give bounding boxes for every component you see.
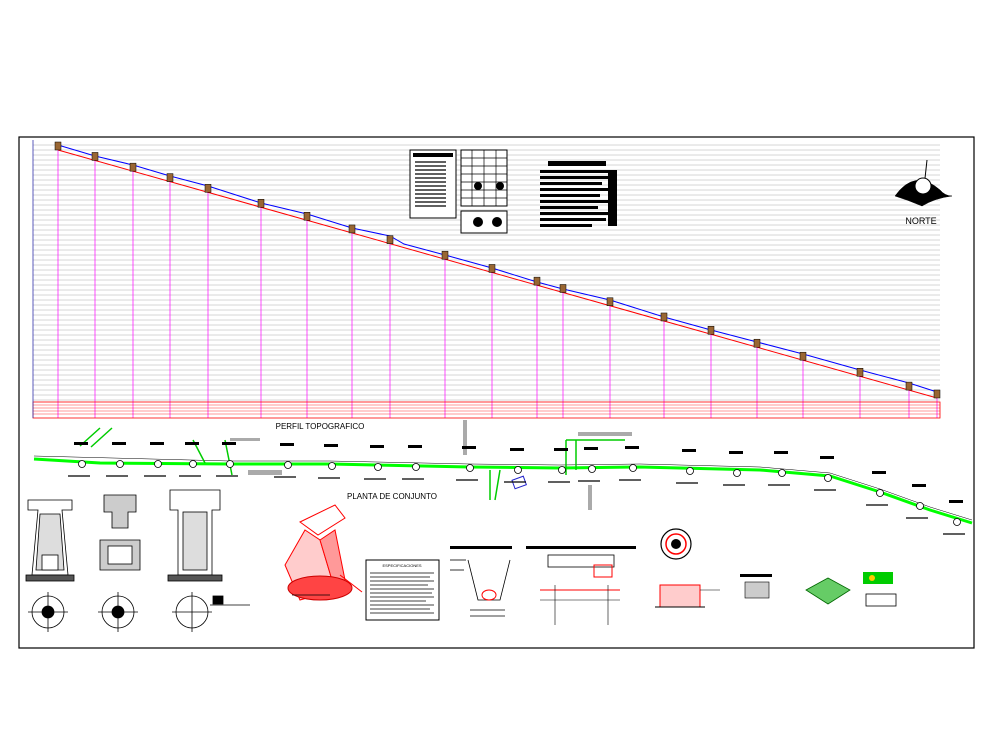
terrain-line xyxy=(57,144,938,393)
plan-title: PLANTA DE CONJUNTO xyxy=(347,492,437,501)
station-tag xyxy=(729,451,743,454)
station-tag xyxy=(682,449,696,452)
station-tag xyxy=(370,445,384,448)
manhole-plan-icon xyxy=(733,469,741,477)
manhole-plan-icon xyxy=(466,464,474,472)
manhole-plan-icon xyxy=(78,460,86,468)
north-arrow-icon: NORTE xyxy=(894,159,953,226)
manhole-marker xyxy=(91,152,99,161)
manhole-plan-icon xyxy=(686,467,694,475)
specifications-box: ESPECIFICACIONES xyxy=(365,559,440,621)
manhole-marker xyxy=(348,224,356,234)
design-grade-line xyxy=(57,149,938,399)
station-tag xyxy=(280,443,294,446)
manhole-plan-icon xyxy=(412,463,420,471)
manhole-marker xyxy=(660,312,668,322)
pipe-section-detail xyxy=(526,546,636,625)
manhole-plan-icon xyxy=(154,460,162,468)
station-tag xyxy=(912,484,926,487)
manhole-plan-icon xyxy=(189,460,197,468)
manhole-top-detail xyxy=(655,528,720,608)
specs-title: ESPECIFICACIONES xyxy=(382,563,421,568)
station-tag xyxy=(510,448,524,451)
detail-notes-right xyxy=(740,572,897,607)
manhole-3d-detail xyxy=(284,504,363,601)
station-tag xyxy=(949,500,963,503)
manhole-details xyxy=(25,489,250,632)
manhole-marker xyxy=(606,297,614,306)
manhole-marker xyxy=(129,162,137,172)
manhole-marker xyxy=(166,173,174,182)
station-tag xyxy=(774,451,788,454)
manhole-plan-icon xyxy=(588,465,596,473)
manhole-plan-icon xyxy=(778,469,786,477)
station-tag xyxy=(462,446,476,449)
station-tag xyxy=(584,447,598,450)
manhole-plan-icon xyxy=(284,461,292,469)
station-tag xyxy=(324,444,338,447)
manhole-plan-icon xyxy=(116,460,124,468)
manhole-marker xyxy=(204,184,212,193)
manhole-marker xyxy=(303,212,311,221)
trench-detail xyxy=(450,546,512,617)
manhole-plan-icon xyxy=(514,466,522,474)
profile-title: PERFIL TOPOGRAFICO xyxy=(276,422,365,431)
manhole-marker xyxy=(707,325,715,335)
manhole-marker xyxy=(905,381,913,391)
sheet-frame xyxy=(18,136,975,649)
station-tag xyxy=(408,445,422,448)
station-tag xyxy=(222,442,236,445)
station-tag xyxy=(150,442,164,445)
manhole-marker xyxy=(753,338,761,348)
manhole-marker xyxy=(559,284,567,293)
manhole-marker xyxy=(54,141,62,151)
station-tag xyxy=(554,448,568,451)
manhole-plan-icon xyxy=(953,518,961,526)
manhole-marker xyxy=(933,389,941,399)
station-tag xyxy=(185,442,199,445)
manhole-marker xyxy=(533,276,541,286)
manhole-plan-icon xyxy=(824,474,832,482)
manhole-plan-icon xyxy=(374,463,382,471)
manhole-plan-icon xyxy=(328,462,336,470)
manhole-marker xyxy=(799,351,807,361)
legend-tables xyxy=(409,149,617,234)
manhole-marker xyxy=(257,199,265,208)
manhole-plan-icon xyxy=(558,466,566,474)
pipeline-plan-route xyxy=(33,457,973,525)
manhole-marker xyxy=(856,368,864,377)
manhole-marker xyxy=(441,250,449,260)
manhole-plan-icon xyxy=(916,502,924,510)
station-tag xyxy=(74,442,88,445)
site-plan: PLANTA DE CONJUNTO xyxy=(33,420,973,535)
station-tag xyxy=(820,456,834,459)
north-label: NORTE xyxy=(905,216,936,226)
manhole-plan-icon xyxy=(226,460,234,468)
manhole-marker xyxy=(386,235,394,244)
manhole-plan-icon xyxy=(876,489,884,497)
manhole-marker xyxy=(488,264,496,273)
station-tag xyxy=(112,442,126,445)
station-tag xyxy=(872,471,886,474)
manhole-plan-icon xyxy=(629,464,637,472)
station-tag xyxy=(625,446,639,449)
